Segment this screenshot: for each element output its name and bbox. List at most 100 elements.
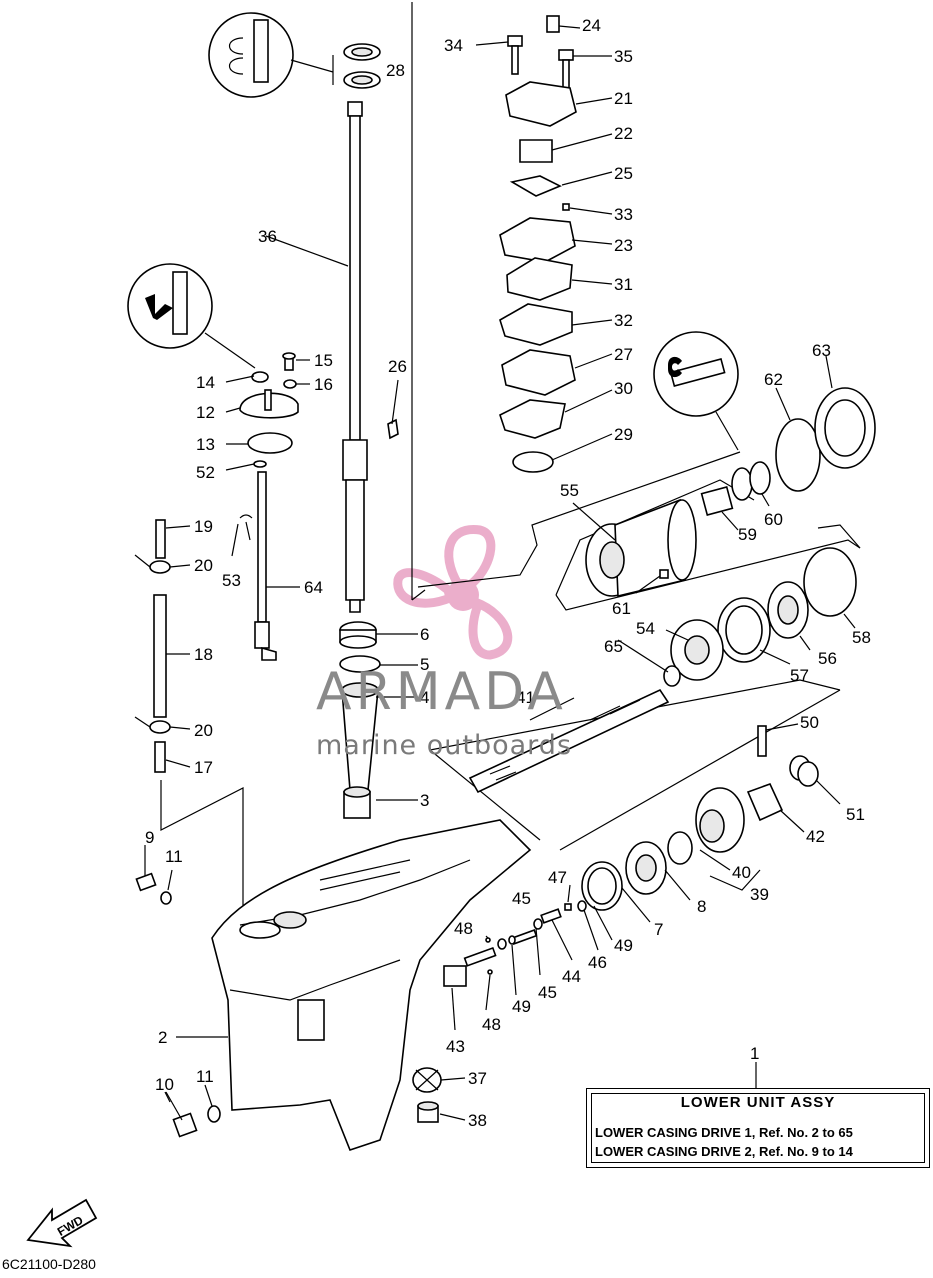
label-22: 22 [614, 124, 633, 143]
watermark-brand: ARMADA [316, 662, 567, 722]
label-24: 24 [582, 16, 601, 35]
label-20b: 20 [194, 721, 213, 740]
legend-row-drive-1: LOWER CASING DRIVE 1, Ref. No. 2 to 65 [595, 1125, 853, 1140]
label-25: 25 [614, 164, 633, 183]
label-17: 17 [194, 758, 213, 777]
part-25-impeller [509, 175, 562, 197]
part-48-ball-b [487, 969, 493, 975]
label-21: 21 [614, 89, 633, 108]
part-57-shim [717, 597, 771, 663]
part-50-pin [757, 725, 767, 757]
label-32: 32 [614, 311, 633, 330]
part-3-bushing [343, 786, 371, 819]
label-15: 15 [314, 351, 333, 370]
label-41: 41 [516, 688, 535, 707]
label-40: 40 [732, 863, 751, 882]
detail-circle-60 [653, 331, 739, 451]
label-45b: 45 [538, 983, 557, 1002]
part-53-clip [239, 514, 253, 541]
part-47-pin [564, 903, 572, 911]
label-2: 2 [158, 1028, 167, 1047]
part-60-seal-a [731, 467, 753, 501]
part-65-washer [663, 665, 681, 687]
label-44: 44 [562, 967, 581, 986]
part-13-o-ring [247, 432, 293, 454]
part-7-shim [581, 861, 623, 911]
label-23: 23 [614, 236, 633, 255]
label-38: 38 [468, 1111, 487, 1130]
part-61-pin [659, 569, 669, 579]
part-49-washer-a [577, 900, 587, 912]
label-59: 59 [738, 525, 757, 544]
label-33: 33 [614, 205, 633, 224]
label-55: 55 [560, 481, 579, 500]
part-20-grommet-lower [134, 716, 171, 734]
part-43-plunger [443, 946, 497, 987]
label-4: 4 [420, 688, 429, 707]
label-47: 47 [548, 868, 567, 887]
part-22-insert [519, 139, 553, 163]
label-3: 3 [420, 791, 429, 810]
part-49-washer-b [508, 935, 516, 945]
part-14-16-seal-housing [239, 352, 299, 419]
part-2-lower-casing [211, 819, 532, 1151]
part-29-o-ring [512, 451, 554, 473]
detail-circle-14 [127, 263, 256, 369]
label-20a: 20 [194, 556, 213, 575]
part-42-clutch [746, 782, 784, 822]
part-51-spring [789, 755, 819, 787]
detail-circle-28 [208, 12, 334, 98]
part-19-stud [155, 519, 166, 559]
part-27-housing [501, 349, 576, 396]
part-33-pin [562, 203, 570, 211]
legend-inner-frame [591, 1093, 925, 1163]
watermark-propeller-logo [393, 525, 513, 660]
part-11-washer-a [160, 891, 172, 905]
part-6-bearing [339, 621, 377, 649]
part-32-gasket [499, 303, 573, 346]
label-19: 19 [194, 517, 213, 536]
label-65: 65 [604, 637, 623, 656]
label-61: 61 [612, 599, 631, 618]
part-26-key [387, 418, 399, 440]
part-40-bearing [667, 831, 693, 865]
label-60: 60 [764, 510, 783, 529]
label-9: 9 [145, 828, 154, 847]
label-26: 26 [388, 357, 407, 376]
label-49a: 49 [614, 936, 633, 955]
label-31: 31 [614, 275, 633, 294]
label-34: 34 [444, 36, 463, 55]
label-11b: 11 [196, 1067, 214, 1086]
legend-row-drive-2: LOWER CASING DRIVE 2, Ref. No. 9 to 14 [595, 1144, 853, 1159]
part-20-grommet-upper [134, 554, 171, 574]
part-9-bolt [135, 872, 157, 892]
label-29: 29 [614, 425, 633, 444]
label-56: 56 [818, 649, 837, 668]
label-36: 36 [258, 227, 277, 246]
assembly-legend: LOWER UNIT ASSY LOWER CASING DRIVE 1, Re… [586, 1088, 930, 1168]
part-60-seal-b [749, 461, 771, 495]
label-6: 6 [420, 625, 429, 644]
label-28: 28 [386, 61, 405, 80]
label-48b: 48 [482, 1015, 501, 1034]
label-52: 52 [196, 463, 215, 482]
legend-title: LOWER UNIT ASSY [680, 1094, 836, 1111]
part-34-bolt [507, 35, 523, 75]
part-54-reverse-gear [670, 619, 724, 681]
label-39: 39 [750, 885, 769, 904]
part-21-pump-housing [505, 81, 577, 127]
part-10-bolt [172, 1112, 198, 1138]
part-17-stud [154, 741, 166, 773]
part-5-shim [339, 655, 381, 673]
label-35: 35 [614, 47, 633, 66]
label-7: 7 [654, 920, 663, 939]
label-18: 18 [194, 645, 213, 664]
part-59-bearing [700, 486, 734, 516]
label-48a: 48 [454, 919, 473, 938]
label-37: 37 [468, 1069, 487, 1088]
part-36-drive-shaft [342, 101, 368, 613]
label-64: 64 [304, 578, 323, 597]
part-35-bolt [558, 49, 574, 89]
part-56-bearing [767, 581, 809, 639]
